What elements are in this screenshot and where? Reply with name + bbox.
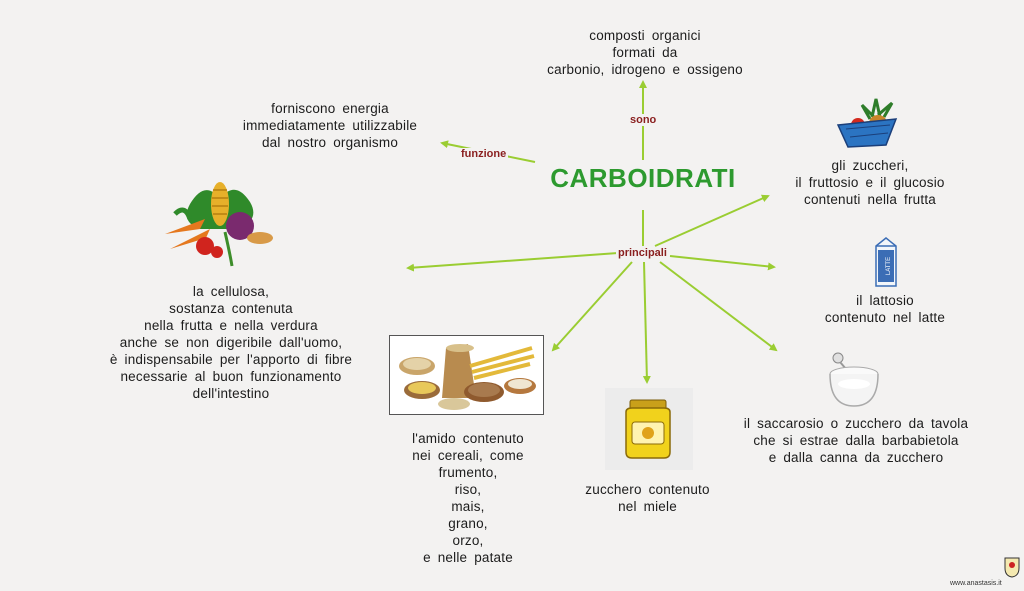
node-sucrose: il saccarosio o zucchero da tavola che s… [743, 416, 969, 465]
vegetables-icon [165, 182, 273, 267]
label-sono: sono [628, 114, 659, 126]
node-sugars-fruit: gli zuccheri, il fruttosio e il glucosio… [795, 158, 945, 207]
watermark: www.anastasis.it [950, 580, 1002, 587]
arrow-cellulose [406, 252, 619, 272]
fruit-basket-icon [836, 98, 898, 148]
honey-jar-icon [625, 399, 671, 459]
node-definition: composti organici formati da carbonio, i… [547, 28, 743, 77]
node-function: forniscono energia immediatamente utiliz… [242, 101, 418, 150]
grains-icon [399, 344, 536, 410]
node-starch: l'amido contenuto nei cereali, come frum… [412, 431, 524, 565]
node-honey: zucchero contenuto nel miele [585, 482, 710, 514]
sugar-bowl-icon [829, 352, 879, 407]
label-funzione: funzione [459, 148, 509, 160]
arrow-sucrose [659, 261, 778, 352]
label-principali: principali [616, 247, 669, 259]
arrow-lactose [669, 255, 776, 271]
node-cellulose: la cellulosa, sostanza contenuta nella f… [109, 284, 353, 401]
node-lactose: il lattosio contenuto nel latte [824, 293, 946, 325]
arrow-honey [642, 261, 651, 384]
milk-carton-icon: LATTE [875, 237, 897, 287]
milk-carton-text: LATTE [886, 257, 892, 275]
arrow-fruit [654, 194, 770, 247]
arrow-starch [551, 261, 633, 352]
anastasis-logo-icon [1004, 557, 1020, 578]
map-title: CARBOIDRATI [550, 163, 736, 193]
